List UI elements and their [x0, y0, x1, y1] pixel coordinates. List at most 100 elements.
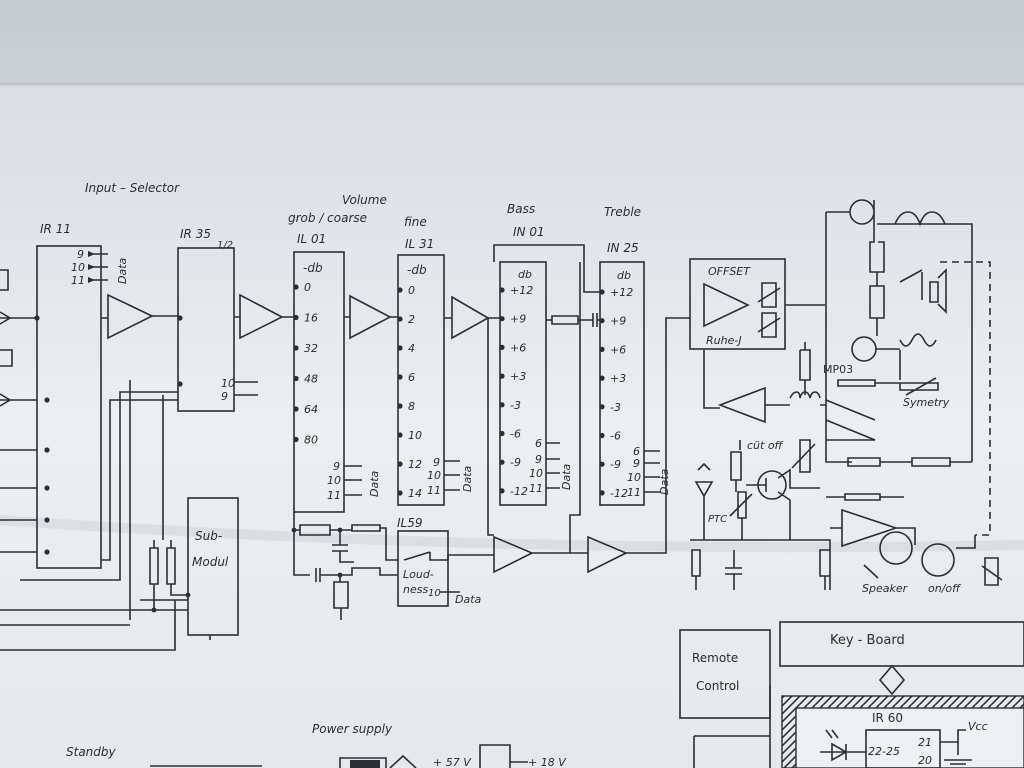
in01-step-value: -9: [510, 456, 521, 469]
speaker-label: Speaker: [862, 582, 909, 595]
in01-step-node: [499, 488, 505, 494]
in25-step-node: [599, 404, 605, 410]
in25-data-label: Data: [658, 468, 671, 495]
in01-step-node: [499, 402, 505, 408]
in25-step-node: [599, 490, 605, 496]
in01-pin-9: 9: [535, 453, 542, 466]
in01-data-label: Data: [560, 463, 573, 490]
sub-modul-block: [187, 497, 239, 636]
ir11-pin-11: 11: [71, 274, 85, 287]
in25-step-node: [599, 346, 605, 352]
treble-output-amp: [587, 535, 628, 574]
in25-block: [599, 261, 645, 506]
il31-step-node: [397, 316, 403, 322]
in25-pin-11: 11: [627, 486, 641, 499]
ir11-pin-10: 10: [71, 261, 85, 274]
remote-label-2: Control: [696, 679, 739, 693]
mp03-label: MP03: [823, 363, 853, 376]
sub-modul-label-1: Sub-: [195, 529, 222, 543]
il31-step-node: [397, 345, 403, 351]
ir11-block: [36, 245, 102, 569]
il31-pin-11: 11: [427, 484, 441, 497]
loudness-data-label: Data: [455, 593, 482, 606]
in01-step-value: +9: [510, 313, 526, 326]
in25-step-node: [599, 432, 605, 439]
in01-label: IN 01: [513, 225, 545, 239]
il31-db-label: -db: [407, 263, 427, 277]
vcc-label: Vcc: [968, 720, 988, 733]
ir60-pin-20: 20: [918, 754, 932, 767]
il01-pin-10: 10: [327, 474, 341, 487]
il31-step-node: [397, 461, 403, 467]
il01-pin-11: 11: [327, 489, 341, 502]
loudness-pin-10: 10: [428, 588, 441, 599]
il59-label: IL59: [397, 516, 423, 530]
ir35-label: IR 35: [180, 227, 211, 241]
in01-step-value: -6: [510, 428, 521, 441]
in01-step-node: [499, 344, 505, 350]
grob-coarse-label: grob / coarse: [288, 211, 367, 225]
remote-label-1: Remote: [692, 651, 738, 665]
il01-step-value: 16: [304, 312, 318, 325]
in01-pin-6: 6: [535, 437, 542, 450]
il01-step-node: [293, 284, 299, 290]
il01-step-value: 48: [304, 373, 318, 386]
il31-step-value: 14: [408, 487, 422, 500]
ir35-pin-9: 9: [221, 390, 228, 403]
il31-buffer-amp: [451, 295, 490, 340]
il31-step-value: 10: [408, 429, 422, 442]
in25-step-value: -6: [610, 430, 621, 443]
bass-output-amp: [493, 535, 534, 574]
in25-db-label: db: [617, 269, 631, 282]
in25-step-value: -12: [610, 487, 628, 500]
in01-steps: +12+9+6+3-3-6-9-12: [499, 284, 533, 498]
ir11-pin-9: 9: [77, 248, 84, 261]
in25-step-value: +9: [610, 315, 626, 328]
il01-step-node: [293, 314, 299, 321]
symetry-label: Symetry: [903, 396, 950, 409]
il31-step-value: 6: [408, 371, 415, 384]
il01-step-value: 80: [304, 434, 318, 447]
in25-step-node: [599, 318, 605, 324]
ir35-buffer-amp: [239, 293, 284, 340]
standby-label: Standby: [66, 745, 117, 759]
keyboard-block: [779, 621, 1024, 667]
in25-step-value: -9: [610, 458, 621, 471]
il31-step-value: 8: [408, 400, 415, 413]
ptc-label: PTC: [708, 514, 727, 525]
in01-step-node: [499, 430, 505, 437]
v57-label: + 57 V: [433, 756, 472, 768]
il31-step-value: 2: [408, 313, 415, 326]
ruhe-j-label: Ruhe-J: [706, 334, 742, 347]
cut-off-label: cüt off: [747, 439, 784, 452]
il31-pin-10: 10: [427, 469, 441, 482]
in01-pin-11: 11: [529, 482, 543, 495]
in25-step-value: +6: [610, 343, 626, 356]
in01-step-value: +3: [510, 370, 526, 383]
il31-step-node: [397, 287, 403, 293]
ir60-pin-22-25: 22-25: [868, 745, 900, 758]
in01-step-value: -3: [510, 399, 521, 412]
offset-label: OFFSET: [708, 265, 751, 278]
il31-step-value: 4: [408, 342, 415, 355]
in25-step-node: [599, 375, 605, 381]
in25-step-value: +12: [610, 286, 633, 299]
in25-label: IN 25: [607, 241, 639, 255]
il01-label: IL 01: [297, 232, 326, 246]
in25-step-node: [599, 461, 605, 467]
in01-pin-10: 10: [529, 467, 543, 480]
on-off-label: on/off: [928, 582, 961, 595]
in01-step-node: [499, 287, 505, 293]
il59-block: [397, 530, 449, 607]
in01-step-node: [499, 459, 505, 465]
il01-block: [293, 251, 345, 513]
in25-pin-10: 10: [627, 471, 641, 484]
in01-step-value: +6: [510, 341, 526, 354]
in01-step-value: -12: [510, 485, 528, 498]
sub-modul-label-2: Modul: [192, 555, 229, 569]
il01-data-label: Data: [368, 470, 381, 497]
loudness-label-1: Loud-: [403, 568, 434, 581]
